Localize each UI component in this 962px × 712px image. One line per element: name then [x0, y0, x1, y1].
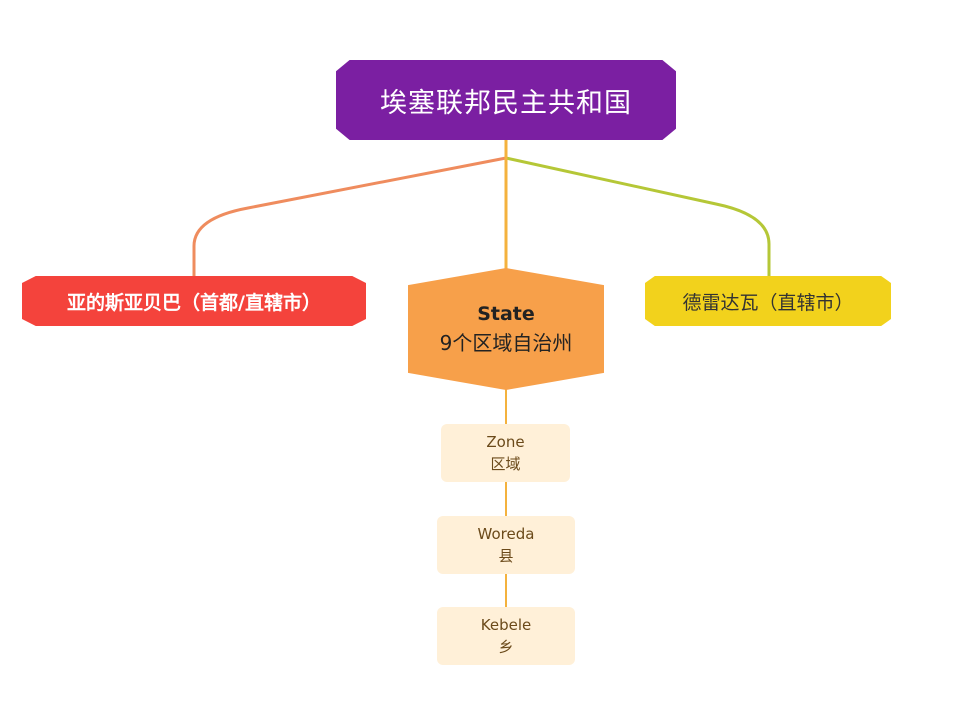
link-root-addis	[192, 156, 507, 278]
sublevel-node-kebele[interactable]: Kebele 乡	[437, 607, 575, 665]
root-node[interactable]: 埃塞联邦民主共和国	[336, 60, 676, 140]
sublevel-zh-label: 县	[498, 547, 514, 565]
branch-label-addis-ababa: 亚的斯亚贝巴（首都/直辖市）	[67, 291, 321, 314]
link-root-dire	[505, 156, 771, 278]
sublevel-node-woreda[interactable]: Woreda 县	[437, 516, 575, 574]
sublevel-en-label: Kebele	[480, 616, 532, 634]
sublevel-en-label: Woreda	[477, 525, 535, 543]
branch-node-dire-dawa[interactable]: 德雷达瓦（直辖市）	[645, 276, 891, 326]
sublevel-zh-label: 乡	[498, 638, 514, 656]
root-label: 埃塞联邦民主共和国	[380, 87, 632, 119]
state-title: State	[477, 303, 535, 325]
branch-node-state[interactable]: State 9个区域自治州	[408, 268, 604, 390]
sublevel-zh-label: 区域	[490, 455, 521, 473]
branch-label-dire-dawa: 德雷达瓦（直辖市）	[682, 291, 854, 314]
sublevel-en-label: Zone	[486, 433, 525, 451]
sublevel-node-zone[interactable]: Zone 区域	[441, 424, 570, 482]
state-subtitle: 9个区域自治州	[439, 331, 573, 355]
branch-node-addis-ababa[interactable]: 亚的斯亚贝巴（首都/直辖市）	[22, 276, 366, 326]
